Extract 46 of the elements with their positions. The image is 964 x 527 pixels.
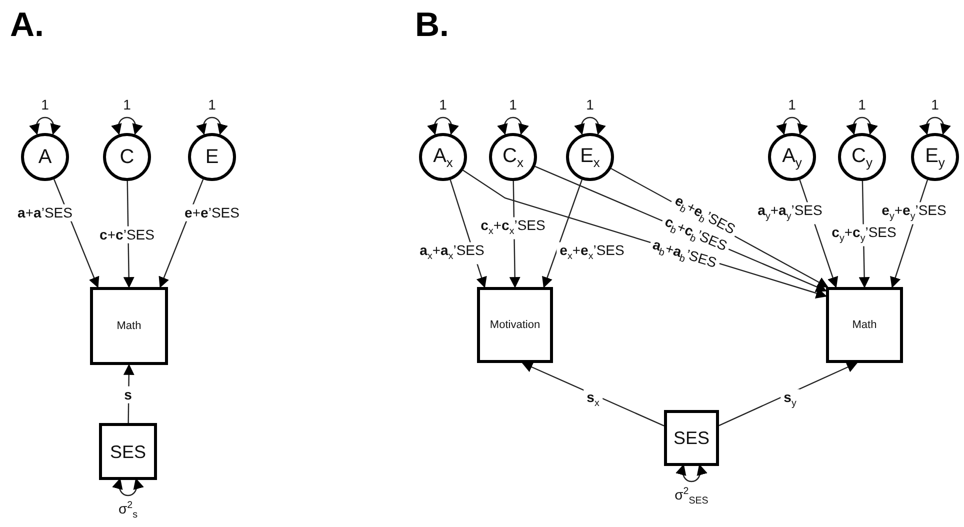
variable-label: SES: [110, 442, 146, 460]
variable-label: C$_{y}$: [852, 146, 872, 168]
latent-variable-circle: [103, 133, 151, 181]
variance-loop-arrow: [112, 117, 142, 136]
variance-loop-arrow: [428, 117, 458, 136]
path-arrow: [522, 362, 664, 426]
variable-label: E$_{x}$: [580, 146, 600, 168]
latent-variable-circle: [489, 133, 537, 181]
variable-label: C: [120, 147, 134, 167]
variable-label: A$_{x}$: [433, 146, 453, 168]
variance-loop-arrow: [676, 464, 707, 482]
path-arrow: [542, 179, 583, 288]
observed-variable-box: [826, 287, 903, 363]
panel-label: B.: [415, 6, 449, 45]
variance-loop-arrow: [776, 117, 808, 136]
variance-loop-arrow: [30, 117, 60, 136]
latent-variable-circle: [21, 133, 69, 181]
latent-variable-circle: [566, 133, 614, 181]
variable-label: A$_{y}$: [782, 146, 802, 168]
path-arrow: [123, 364, 134, 423]
variance-loop-arrow: [920, 117, 950, 136]
latent-variable-circle: [911, 133, 959, 181]
latent-variable-circle: [838, 133, 886, 181]
variable-label: SES: [673, 429, 710, 447]
variable-label: Math: [116, 320, 142, 332]
variable-label: A: [38, 147, 52, 167]
path-arrow: [718, 362, 858, 426]
variable-label: E: [205, 147, 219, 167]
observed-variable-box: [99, 423, 157, 480]
latent-variable-circle: [419, 133, 467, 181]
variable-label: Motivation: [490, 320, 540, 330]
variance-loop-arrow: [498, 117, 528, 136]
variable-label: E$_{y}$: [925, 146, 945, 168]
variance-loop-arrow: [196, 117, 228, 136]
latent-variable-circle: [768, 133, 816, 181]
observed-variable-box: [664, 410, 719, 466]
variable-label: C$_{x}$: [502, 146, 524, 168]
latent-variable-circle: [188, 133, 236, 181]
observed-variable-box: [477, 287, 553, 363]
variance-loop-arrow: [574, 117, 606, 136]
variance-loop-arrow: [112, 478, 144, 496]
path-coefficient-label: s$_{y}$: [780, 389, 800, 411]
variance-loop-arrow: [846, 117, 878, 136]
observed-variable-box: [90, 287, 168, 365]
panel-label: A.: [10, 6, 44, 45]
variable-label: Math: [852, 320, 877, 330]
